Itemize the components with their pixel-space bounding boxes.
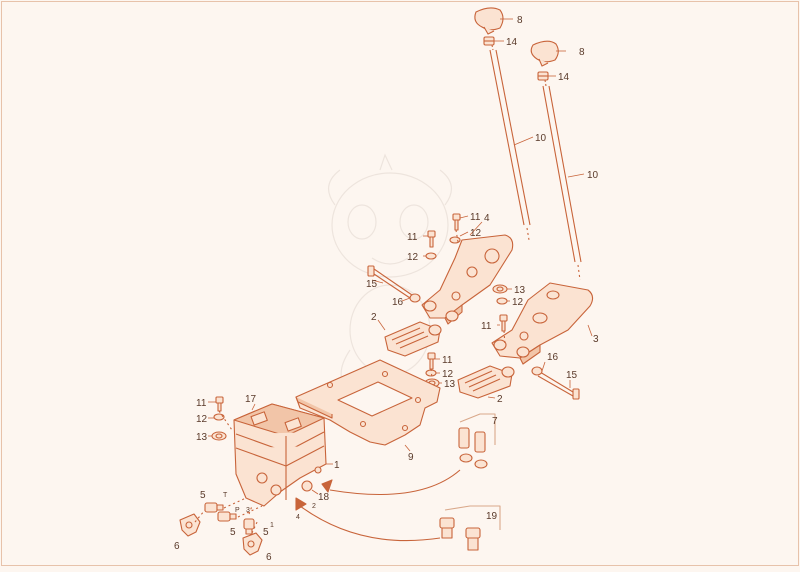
callout-16a: 16	[392, 297, 404, 308]
callout-11d: 11	[442, 355, 453, 366]
bolt-11-d	[427, 352, 436, 370]
port-4: 4	[296, 514, 300, 521]
arrow-plug-to-body	[329, 469, 461, 495]
adapter-19	[439, 517, 481, 551]
callout-12c: 12	[512, 297, 524, 308]
callout-11b: 11	[407, 232, 418, 243]
assembly-guide-lines	[194, 229, 506, 534]
bolt-11-b	[427, 230, 436, 248]
callout-labels: 8 14 8 14 10 10 4 3 11 11 12 12 13 12 11…	[174, 15, 599, 563]
bolt-11-c	[499, 314, 508, 332]
rod-right	[542, 85, 582, 281]
fitting-5-mid	[217, 511, 237, 522]
valve-body	[233, 403, 327, 507]
port-3: 3	[246, 507, 250, 514]
callout-18: 18	[318, 492, 330, 503]
plug-7	[458, 427, 488, 469]
callout-6a: 6	[174, 541, 180, 552]
washer-12-a	[449, 236, 461, 244]
mounting-plate	[295, 359, 441, 446]
fitting-5-left	[204, 502, 224, 513]
callout-12a: 12	[470, 228, 482, 239]
elbow-fitting-6-right	[242, 532, 263, 556]
callout-13a: 13	[514, 285, 526, 296]
callout-2a: 2	[371, 312, 377, 323]
callout-12e: 12	[196, 414, 208, 425]
bolt-11-a	[452, 213, 461, 231]
callout-6b: 6	[266, 552, 272, 563]
callout-14a: 14	[506, 37, 518, 48]
washer-12-b	[425, 252, 437, 260]
callout-11c: 11	[481, 321, 492, 332]
rod-left	[489, 49, 531, 241]
callout-12b: 12	[407, 252, 419, 263]
callout-7: 7	[492, 416, 498, 427]
pedal-lower	[457, 365, 515, 399]
pedal-upper	[384, 321, 442, 357]
callout-3: 3	[593, 334, 599, 345]
callout-13c: 13	[196, 432, 208, 443]
lever-bracket-right	[491, 282, 594, 365]
washer-16-upper	[409, 293, 421, 303]
lever-bracket-left	[421, 234, 514, 325]
arrow-adapter-to-body	[299, 505, 441, 542]
callout-2b: 2	[497, 394, 503, 405]
callout-4: 4	[484, 213, 490, 224]
callout-9: 9	[408, 452, 414, 463]
callout-5a: 5	[200, 490, 206, 501]
callout-10a: 10	[535, 133, 547, 144]
ring-13-a	[492, 284, 508, 294]
port-2: 2	[312, 503, 316, 510]
port-T: T	[223, 492, 228, 499]
callout-8a: 8	[517, 15, 523, 26]
knob-left	[474, 7, 504, 35]
port-P: P	[235, 507, 240, 514]
callout-11e: 11	[196, 398, 207, 409]
ring-13-c	[211, 431, 227, 441]
callout-10b: 10	[587, 170, 599, 181]
callout-12d: 12	[442, 369, 454, 380]
callout-14b: 14	[558, 72, 570, 83]
callout-1: 1	[334, 460, 340, 471]
knob-right	[530, 40, 559, 67]
long-bolt-upper	[367, 265, 413, 299]
leader-lines	[208, 18, 593, 495]
port-markings: T P 3 1 4 2	[223, 492, 316, 529]
callout-15b: 15	[566, 370, 578, 381]
callout-13b: 13	[444, 379, 456, 390]
elbow-fitting-6-left	[179, 513, 201, 537]
washer-12-c	[496, 297, 508, 305]
callout-11a: 11	[470, 212, 481, 223]
callout-16b: 16	[547, 352, 559, 363]
nut-left	[483, 36, 495, 46]
callout-15a: 15	[366, 279, 378, 290]
fitting-5-low	[243, 518, 255, 535]
washer-16-lower	[531, 366, 543, 376]
callout-8b: 8	[579, 47, 585, 58]
long-bolt-lower	[537, 371, 580, 400]
callout-19: 19	[486, 511, 498, 522]
nut-right	[537, 71, 549, 81]
callout-5b: 5	[230, 527, 236, 538]
port-1: 1	[270, 522, 274, 529]
callout-5c: 5	[263, 527, 269, 538]
callout-17: 17	[245, 394, 257, 405]
